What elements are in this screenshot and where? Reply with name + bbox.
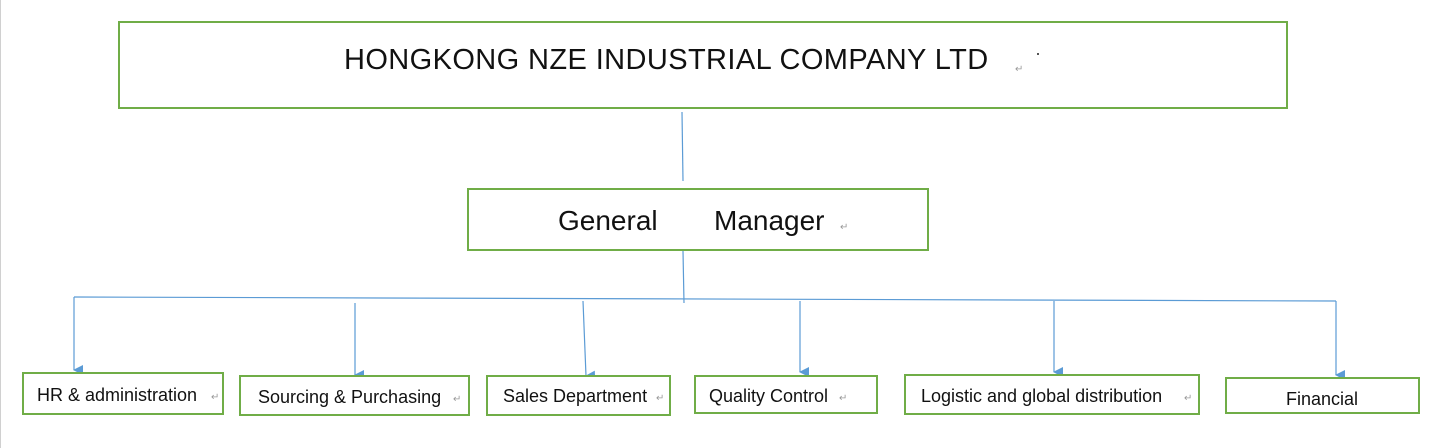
manager-to-bus-line — [682, 250, 685, 304]
department-bus-line — [73, 296, 1337, 302]
paragraph-mark-icon: ↵ — [656, 393, 665, 404]
paragraph-mark-icon: ↵ — [839, 393, 848, 404]
paragraph-mark-icon: ↵ — [1184, 393, 1193, 404]
department-label-logistic: Logistic and global distribution — [921, 386, 1163, 406]
paragraph-mark-icon: ↵ — [840, 222, 849, 233]
paragraph-mark-icon: ↵ — [1015, 64, 1024, 75]
paragraph-mark-icon: ↵ — [453, 394, 462, 405]
paragraph-mark-icon: ↵ — [211, 392, 220, 403]
department-box-quality — [694, 375, 878, 414]
department-label-hr: HR & administration — [37, 385, 198, 405]
company-name: HONGKONG NZE INDUSTRIAL COMPANY LTD — [344, 44, 989, 76]
department-label-quality: Quality Control — [709, 386, 829, 406]
department-box-financial — [1225, 377, 1420, 414]
general-manager-box — [467, 188, 929, 251]
department-box-sourcing — [239, 375, 470, 416]
department-label-sourcing: Sourcing & Purchasing — [258, 387, 442, 407]
company-to-manager-line — [681, 111, 684, 182]
department-label-sales: Sales Department — [503, 386, 648, 406]
department-box-logistic — [904, 374, 1200, 415]
stray-dot — [1037, 53, 1039, 55]
page-edge — [0, 0, 1, 448]
arrow-to-sales — [582, 300, 596, 381]
manager-title-word-2: Manager — [714, 205, 825, 236]
company-box — [118, 21, 1288, 109]
department-label-financial: Financial — [1286, 389, 1359, 409]
department-box-hr — [22, 372, 224, 415]
manager-title-word-1: General — [558, 205, 658, 236]
department-box-sales — [486, 375, 671, 416]
